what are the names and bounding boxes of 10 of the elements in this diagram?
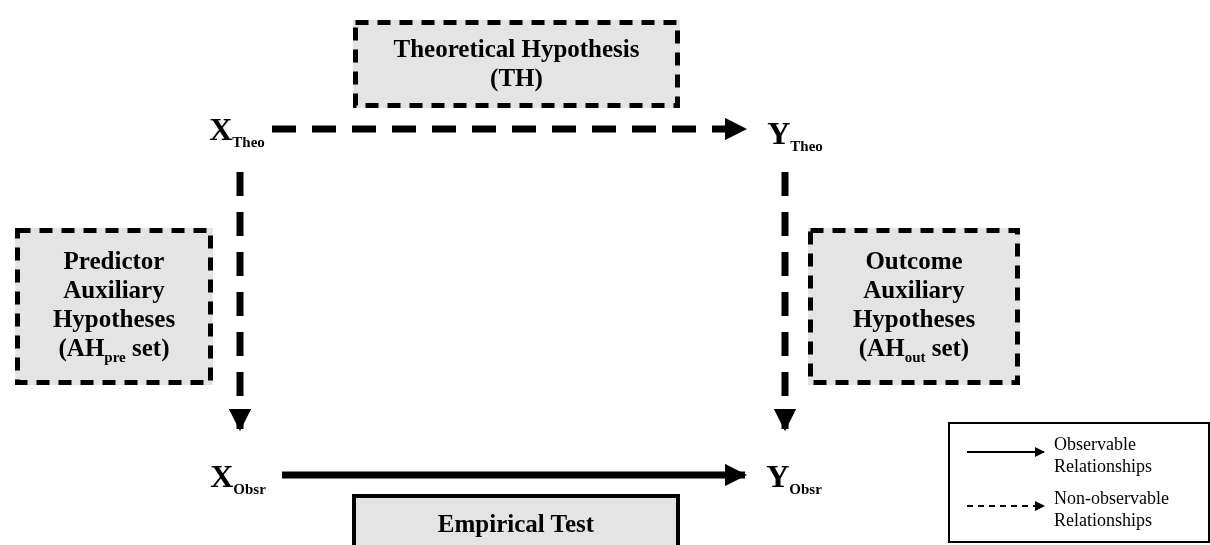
test-box: Empirical Test bbox=[352, 494, 680, 545]
variable-label: Y$_{Theo}$ bbox=[752, 112, 838, 158]
variable-label: X$_{Theo}$ bbox=[198, 108, 276, 154]
hypothesis-box: Outcome Auxiliary Hypotheses (AH$_{out}$ set) bbox=[808, 228, 1020, 385]
legend-text: Non-observable Relationships bbox=[1054, 488, 1170, 532]
legend-text: Observable Relationships bbox=[1054, 434, 1153, 478]
hypothesis-box: Predictor Auxiliary Hypotheses (AH$_{pre}$ set) bbox=[15, 228, 213, 385]
hypothesis-box: Theoretical Hypothesis (TH) bbox=[353, 20, 680, 108]
variable-label: X$_{Obsr}$ bbox=[196, 430, 280, 500]
variable-label: Y$_{Obsr}$ bbox=[752, 430, 836, 500]
